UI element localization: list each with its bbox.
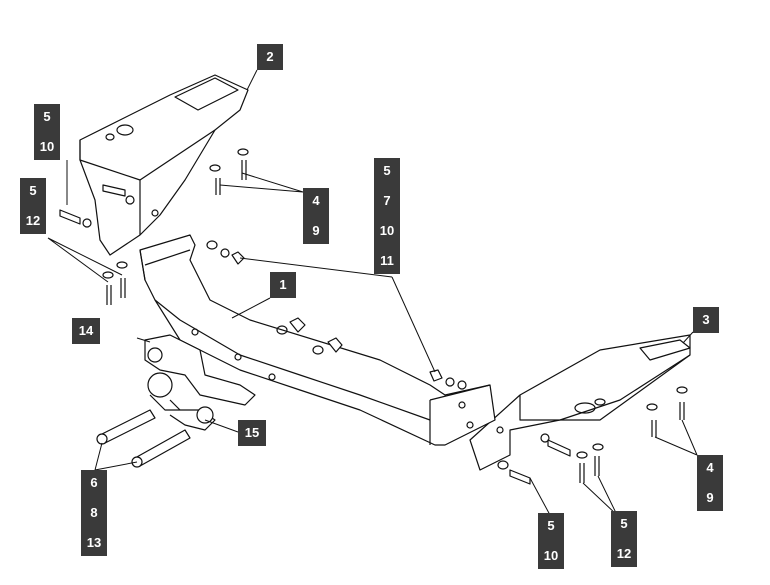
callout-1: 1 [270,272,296,298]
callout-label: 12 [611,541,637,567]
callout-group-left-mid: 5 12 [20,178,46,234]
callout-label: 5 [20,178,46,204]
callout-label: 4 [303,188,329,214]
long-bolts [96,409,191,468]
callout-group-bottom-left: 6 8 13 [81,470,107,556]
callout-label: 13 [81,530,107,556]
callout-2: 2 [257,44,283,70]
callout-label: 6 [81,470,107,496]
callout-group-bottom-mid: 5 10 [538,513,564,569]
callout-14: 14 [72,318,100,344]
callout-label: 10 [374,218,400,244]
callout-label: 10 [538,543,564,569]
callout-group-center: 4 9 [303,188,329,244]
callout-label: 5 [374,158,400,184]
callout-label: 10 [34,134,60,160]
callout-15: 15 [238,420,266,446]
callout-group-left-top: 5 10 [34,104,60,160]
tow-ball-assembly [144,334,256,431]
cross-beam-part-1 [139,234,496,446]
callout-label: 7 [374,188,400,214]
callout-group-right-column: 5 7 10 11 [374,158,400,274]
right-bracket-part-3 [469,334,691,471]
callout-group-bottom-right: 5 12 [611,511,637,567]
callout-label: 9 [697,485,723,511]
callout-label: 4 [697,455,723,481]
callout-label: 5 [34,104,60,130]
callout-label: 5 [611,511,637,537]
callout-label: 5 [538,513,564,539]
callout-label: 12 [20,208,46,234]
fasteners [59,148,688,485]
left-bracket-part-2 [79,74,249,256]
leader-lines [47,69,698,516]
callout-label: 9 [303,218,329,244]
callout-label: 8 [81,500,107,526]
callout-label: 11 [374,248,400,274]
callout-group-right-side: 4 9 [697,455,723,511]
callout-3: 3 [693,307,719,333]
